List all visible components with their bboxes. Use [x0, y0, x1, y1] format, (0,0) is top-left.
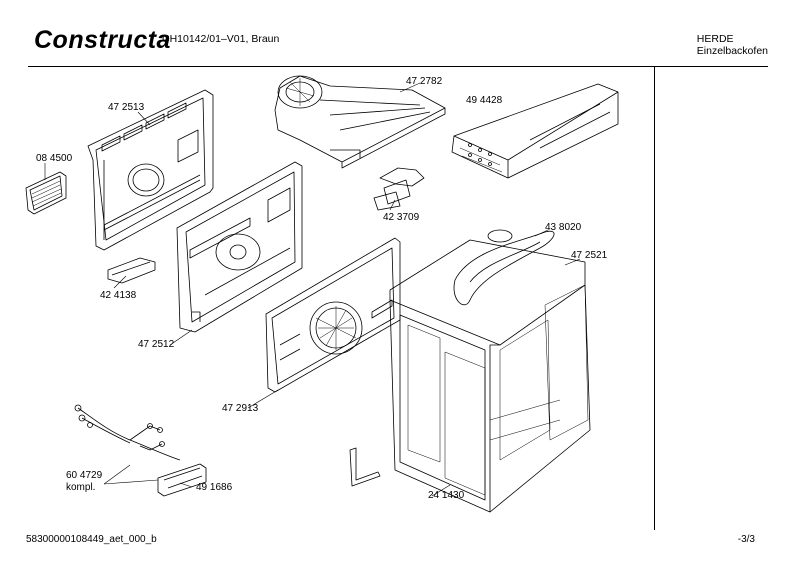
part-wiring-harness — [74, 404, 181, 461]
part-inner-rear-wall — [176, 161, 303, 333]
part-label-472513: 47 2513 — [108, 102, 145, 113]
part-fan-housing — [274, 75, 446, 169]
part-label-472521: 47 2521 — [571, 250, 608, 261]
part-label-472913: 47 2913 — [222, 403, 259, 414]
leader-lines — [44, 82, 581, 497]
category-line-2: Einzelbackofen — [696, 45, 768, 57]
part-front-panel — [265, 237, 401, 393]
part-angle-bracket — [349, 447, 381, 487]
part-label-491686: 49 1686 — [196, 482, 233, 493]
part-cover-plate — [451, 83, 619, 179]
page-number: -3/3 — [737, 534, 755, 545]
part-label-kompl: kompl. — [66, 482, 96, 493]
side-divider — [654, 66, 655, 530]
part-fan-motor — [373, 167, 425, 211]
document-id: 58300000108449_aet_000_b — [26, 534, 157, 545]
part-label-241430: 24 1430 — [428, 490, 465, 501]
part-oven-housing — [389, 239, 591, 513]
part-label-472782: 47 2782 — [406, 76, 443, 87]
part-label-494428: 49 4428 — [466, 95, 503, 106]
part-label-084500: 08 4500 — [36, 153, 73, 164]
part-label-424138: 42 4138 — [100, 290, 137, 301]
part-label-423709: 42 3709 — [383, 212, 420, 223]
category-line-1: HERDE — [696, 33, 734, 45]
part-label-472512: 47 2512 — [138, 339, 175, 350]
header-divider — [28, 66, 768, 67]
model-number: CH10142/01–V01, Braun — [162, 33, 280, 45]
part-label-604729: 60 4729 — [66, 470, 103, 481]
brand-logo: Constructa — [34, 26, 171, 54]
part-terminal-block — [157, 463, 207, 497]
part-label-438020: 43 8020 — [545, 222, 582, 233]
part-rear-panel — [87, 89, 214, 251]
product-category: HERDE Einzelbackofen — [697, 33, 768, 57]
part-filter — [25, 171, 67, 215]
part-heating-element — [453, 229, 555, 306]
part-bracket-small — [107, 257, 156, 284]
